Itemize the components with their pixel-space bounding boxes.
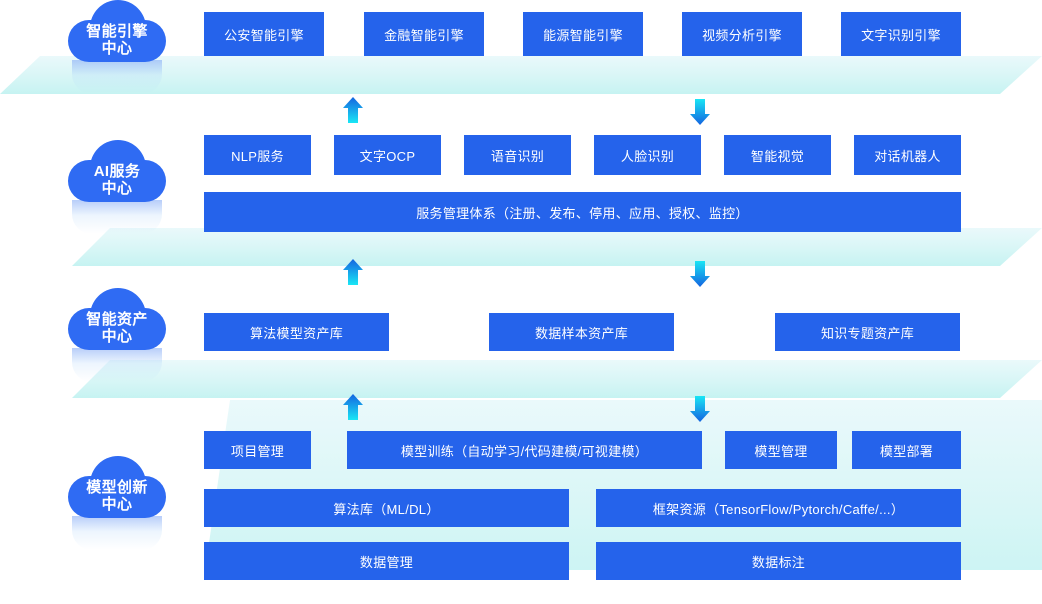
asset-box-data-sample[interactable]: 数据样本资产库	[489, 313, 674, 351]
cloud-ai-service-center: AI服务 中心	[68, 140, 166, 234]
cloud-label-line1: 模型创新	[86, 479, 148, 497]
engine-box-public-security[interactable]: 公安智能引擎	[204, 12, 324, 56]
cloud-reflection	[72, 516, 162, 550]
cloud-asset-center: 智能资产 中心	[68, 288, 166, 382]
platform-slab-model	[205, 400, 1042, 570]
platform-slab-engine	[0, 56, 1042, 94]
cloud-body	[68, 20, 166, 62]
asset-box-knowledge-topic[interactable]: 知识专题资产库	[775, 313, 960, 351]
cloud-reflection	[72, 60, 162, 94]
model-box-model-management[interactable]: 模型管理	[725, 431, 837, 469]
arrow-down-icon-1	[689, 96, 711, 126]
cloud-model-innovation-center: 模型创新 中心	[68, 456, 166, 550]
cloud-reflection	[72, 348, 162, 382]
cloud-body	[68, 160, 166, 202]
model-box-model-deployment[interactable]: 模型部署	[852, 431, 961, 469]
ai-box-nlp[interactable]: NLP服务	[204, 135, 311, 175]
cloud-body	[68, 476, 166, 518]
cloud-label-line2: 中心	[101, 496, 133, 513]
cloud-label: 智能资产 中心	[68, 308, 166, 350]
ai-box-service-management[interactable]: 服务管理体系（注册、发布、停用、应用、授权、监控）	[204, 192, 961, 232]
engine-box-finance[interactable]: 金融智能引擎	[364, 12, 484, 56]
model-box-data-annotation[interactable]: 数据标注	[596, 542, 961, 580]
ai-box-speech-recognition[interactable]: 语音识别	[464, 135, 571, 175]
arrow-down-icon-2	[689, 258, 711, 288]
cloud-label-line2: 中心	[101, 40, 133, 57]
cloud-label-line2: 中心	[101, 180, 133, 197]
engine-box-ocr[interactable]: 文字识别引擎	[841, 12, 961, 56]
cloud-label: AI服务 中心	[68, 160, 166, 202]
cloud-label-line1: 智能引擎	[86, 23, 148, 41]
ai-box-intelligent-vision[interactable]: 智能视觉	[724, 135, 831, 175]
asset-box-algorithm-model[interactable]: 算法模型资产库	[204, 313, 389, 351]
arrow-up-icon-3	[342, 393, 364, 423]
ai-box-chatbot[interactable]: 对话机器人	[854, 135, 961, 175]
arrow-up-icon-2	[342, 258, 364, 288]
cloud-label-line1: 智能资产	[86, 311, 148, 329]
cloud-reflection	[72, 200, 162, 234]
engine-box-video-analysis[interactable]: 视频分析引擎	[682, 12, 802, 56]
cloud-label: 智能引擎 中心	[68, 20, 166, 62]
platform-slab-ai-service	[72, 228, 1042, 266]
ai-box-text-ocp[interactable]: 文字OCP	[334, 135, 441, 175]
cloud-label-line2: 中心	[101, 328, 133, 345]
model-box-algorithm-library[interactable]: 算法库（ML/DL）	[204, 489, 569, 527]
arrow-down-icon-3	[689, 393, 711, 423]
cloud-body	[68, 308, 166, 350]
model-box-model-training[interactable]: 模型训练（自动学习/代码建模/可视建模）	[347, 431, 702, 469]
platform-slab-asset	[72, 360, 1042, 398]
cloud-label: 模型创新 中心	[68, 476, 166, 518]
model-box-project-management[interactable]: 项目管理	[204, 431, 311, 469]
engine-box-energy[interactable]: 能源智能引擎	[523, 12, 643, 56]
arrow-up-icon-1	[342, 96, 364, 126]
model-box-data-management[interactable]: 数据管理	[204, 542, 569, 580]
ai-box-face-recognition[interactable]: 人脸识别	[594, 135, 701, 175]
cloud-engine-center: 智能引擎 中心	[68, 0, 166, 94]
model-box-framework-resources[interactable]: 框架资源（TensorFlow/Pytorch/Caffe/...）	[596, 489, 961, 527]
cloud-label-line1: AI服务	[93, 163, 141, 181]
